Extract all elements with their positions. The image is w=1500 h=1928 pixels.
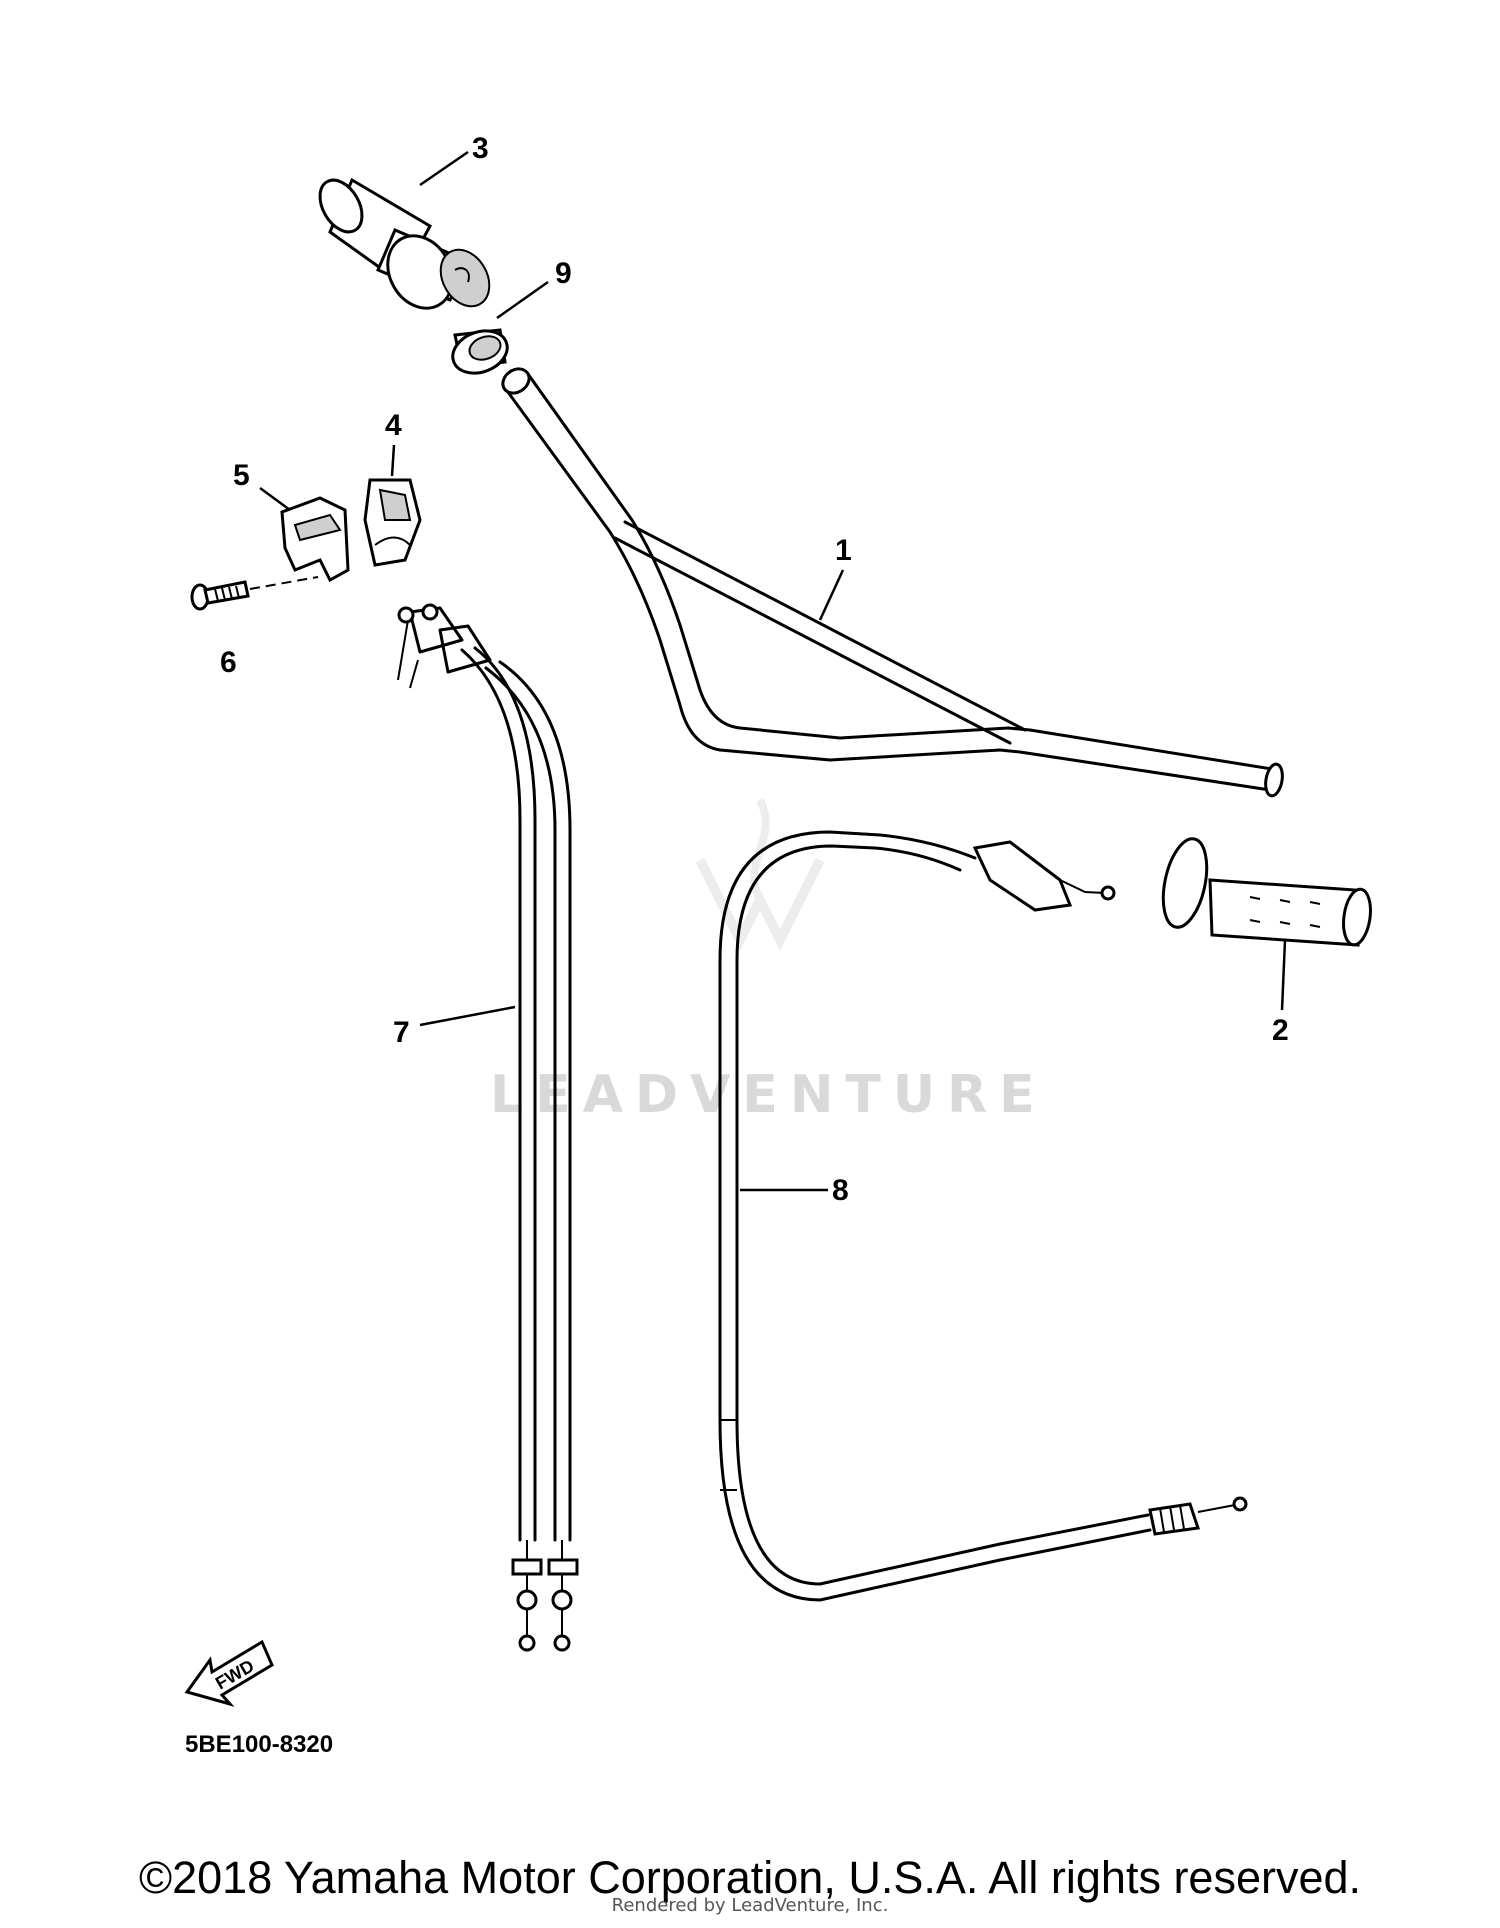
clutch-cable-part-8[interactable] [718, 830, 1248, 1602]
collar-part-9[interactable] [447, 324, 513, 381]
fwd-arrow-icon: FWD [184, 1639, 274, 1707]
throttle-grip-part-3[interactable] [311, 173, 499, 320]
handlebar-part-1[interactable] [498, 364, 1284, 798]
callout-8: 8 [832, 1174, 849, 1207]
diagram-code: 5BE100-8320 [185, 1731, 333, 1758]
callout-9: 9 [555, 257, 572, 290]
bolt-part-6[interactable] [190, 576, 319, 611]
callout-1: 1 [835, 534, 852, 567]
callout-2: 2 [1272, 1014, 1289, 1047]
rendered-by-notice: Rendered by LeadVenture, Inc. [611, 1895, 889, 1916]
holder-part-5[interactable] [280, 496, 350, 583]
grip-part-2[interactable] [1156, 835, 1374, 947]
throttle-cable-part-7[interactable] [397, 603, 579, 1652]
holder-part-4[interactable] [363, 478, 422, 567]
watermark-logo [695, 798, 825, 952]
callout-6: 6 [220, 646, 237, 679]
callout-7: 7 [393, 1016, 410, 1049]
copyright-notice: ©2018 Yamaha Motor Corporation, U.S.A. A… [138, 1852, 1362, 1903]
callout-4: 4 [385, 409, 402, 442]
callout-5: 5 [233, 459, 250, 492]
callout-3: 3 [472, 132, 489, 165]
watermark-text: LEADVENTURE [490, 1065, 1047, 1125]
